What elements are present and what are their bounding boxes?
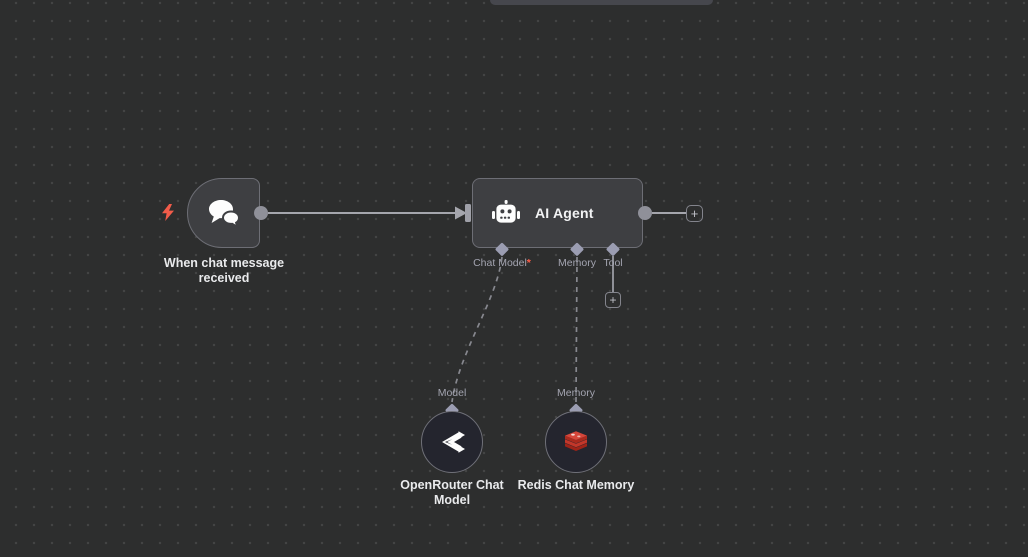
- trigger-node-label: When chat message received: [163, 256, 285, 286]
- redis-icon: [565, 430, 587, 451]
- trigger-bolt-icon[interactable]: [161, 204, 175, 221]
- agent-memory-port-label: Memory: [558, 257, 596, 269]
- add-node-button[interactable]: +: [686, 205, 703, 222]
- chat-model-label-text: Chat Model: [473, 257, 527, 269]
- openrouter-icon: [442, 431, 465, 453]
- agent-output-port[interactable]: [638, 206, 652, 220]
- connection-agent-to-model[interactable]: [451, 256, 503, 403]
- top-toolbar-fragment: [490, 0, 713, 5]
- node-openrouter-chat-model[interactable]: [421, 411, 483, 473]
- agent-node-title: AI Agent: [535, 205, 594, 221]
- model-port-label: Model: [437, 387, 467, 399]
- node-ai-agent[interactable]: AI Agent: [472, 178, 643, 248]
- agent-tool-port-label: Tool: [603, 257, 623, 269]
- memory-node-label: Redis Chat Memory: [517, 478, 635, 492]
- chat-bubbles-icon: [208, 199, 240, 229]
- trigger-output-port[interactable]: [254, 206, 268, 220]
- robot-icon: [492, 199, 520, 223]
- required-asterisk: *: [526, 257, 531, 269]
- add-tool-button[interactable]: +: [605, 292, 621, 308]
- agent-input-port[interactable]: [465, 204, 471, 222]
- node-when-chat-message-received[interactable]: [187, 178, 260, 248]
- model-node-label: OpenRouter Chat Model: [400, 478, 504, 508]
- connection-arrowhead-icon: [455, 206, 467, 220]
- agent-chat-model-port-label: Chat Model*: [473, 257, 531, 269]
- connection-agent-to-memory[interactable]: [575, 256, 578, 403]
- node-redis-chat-memory[interactable]: [545, 411, 607, 473]
- memory-node-port-label: Memory: [557, 387, 595, 399]
